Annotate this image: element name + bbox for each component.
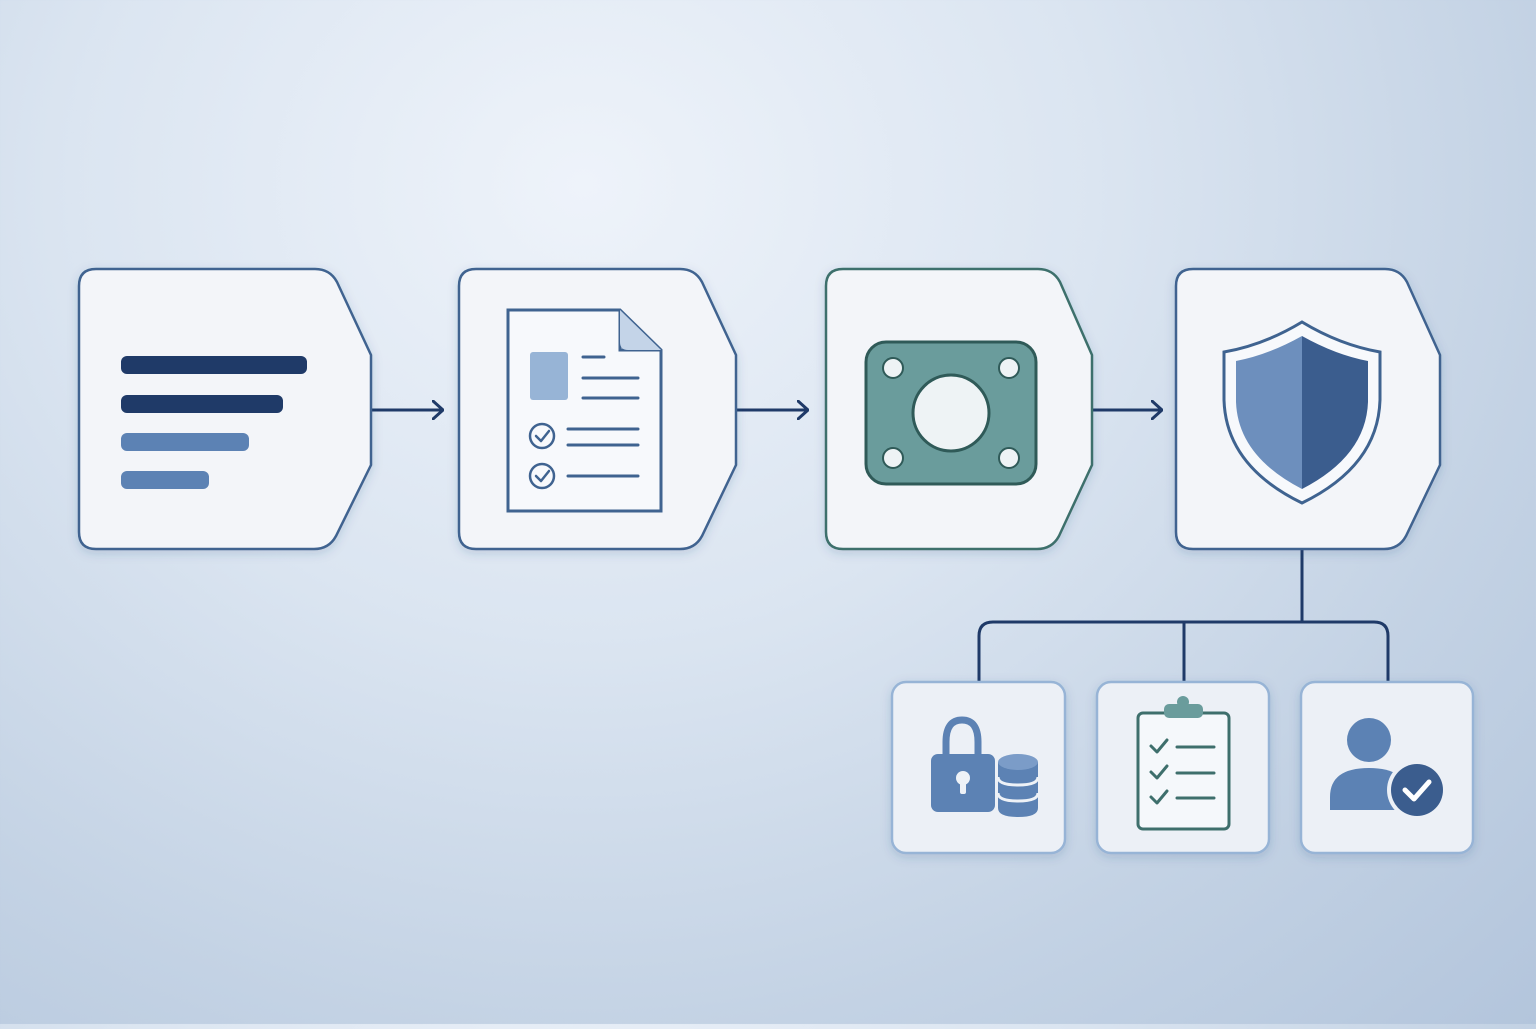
- text-lines-icon: [121, 356, 307, 489]
- checklist-document-icon: [506, 308, 663, 513]
- database-icon: [996, 754, 1040, 817]
- lock-database-icon: [931, 716, 1040, 817]
- branch-card-3-shape: [1299, 680, 1475, 855]
- branch-card-3: [1299, 680, 1475, 855]
- user-verified-icon: [1330, 718, 1447, 820]
- clipboard-checklist-icon: [1136, 696, 1231, 831]
- shield-icon: [1222, 320, 1382, 505]
- mounting-plate-icon: [864, 340, 1038, 486]
- branch-connector: [977, 549, 1390, 682]
